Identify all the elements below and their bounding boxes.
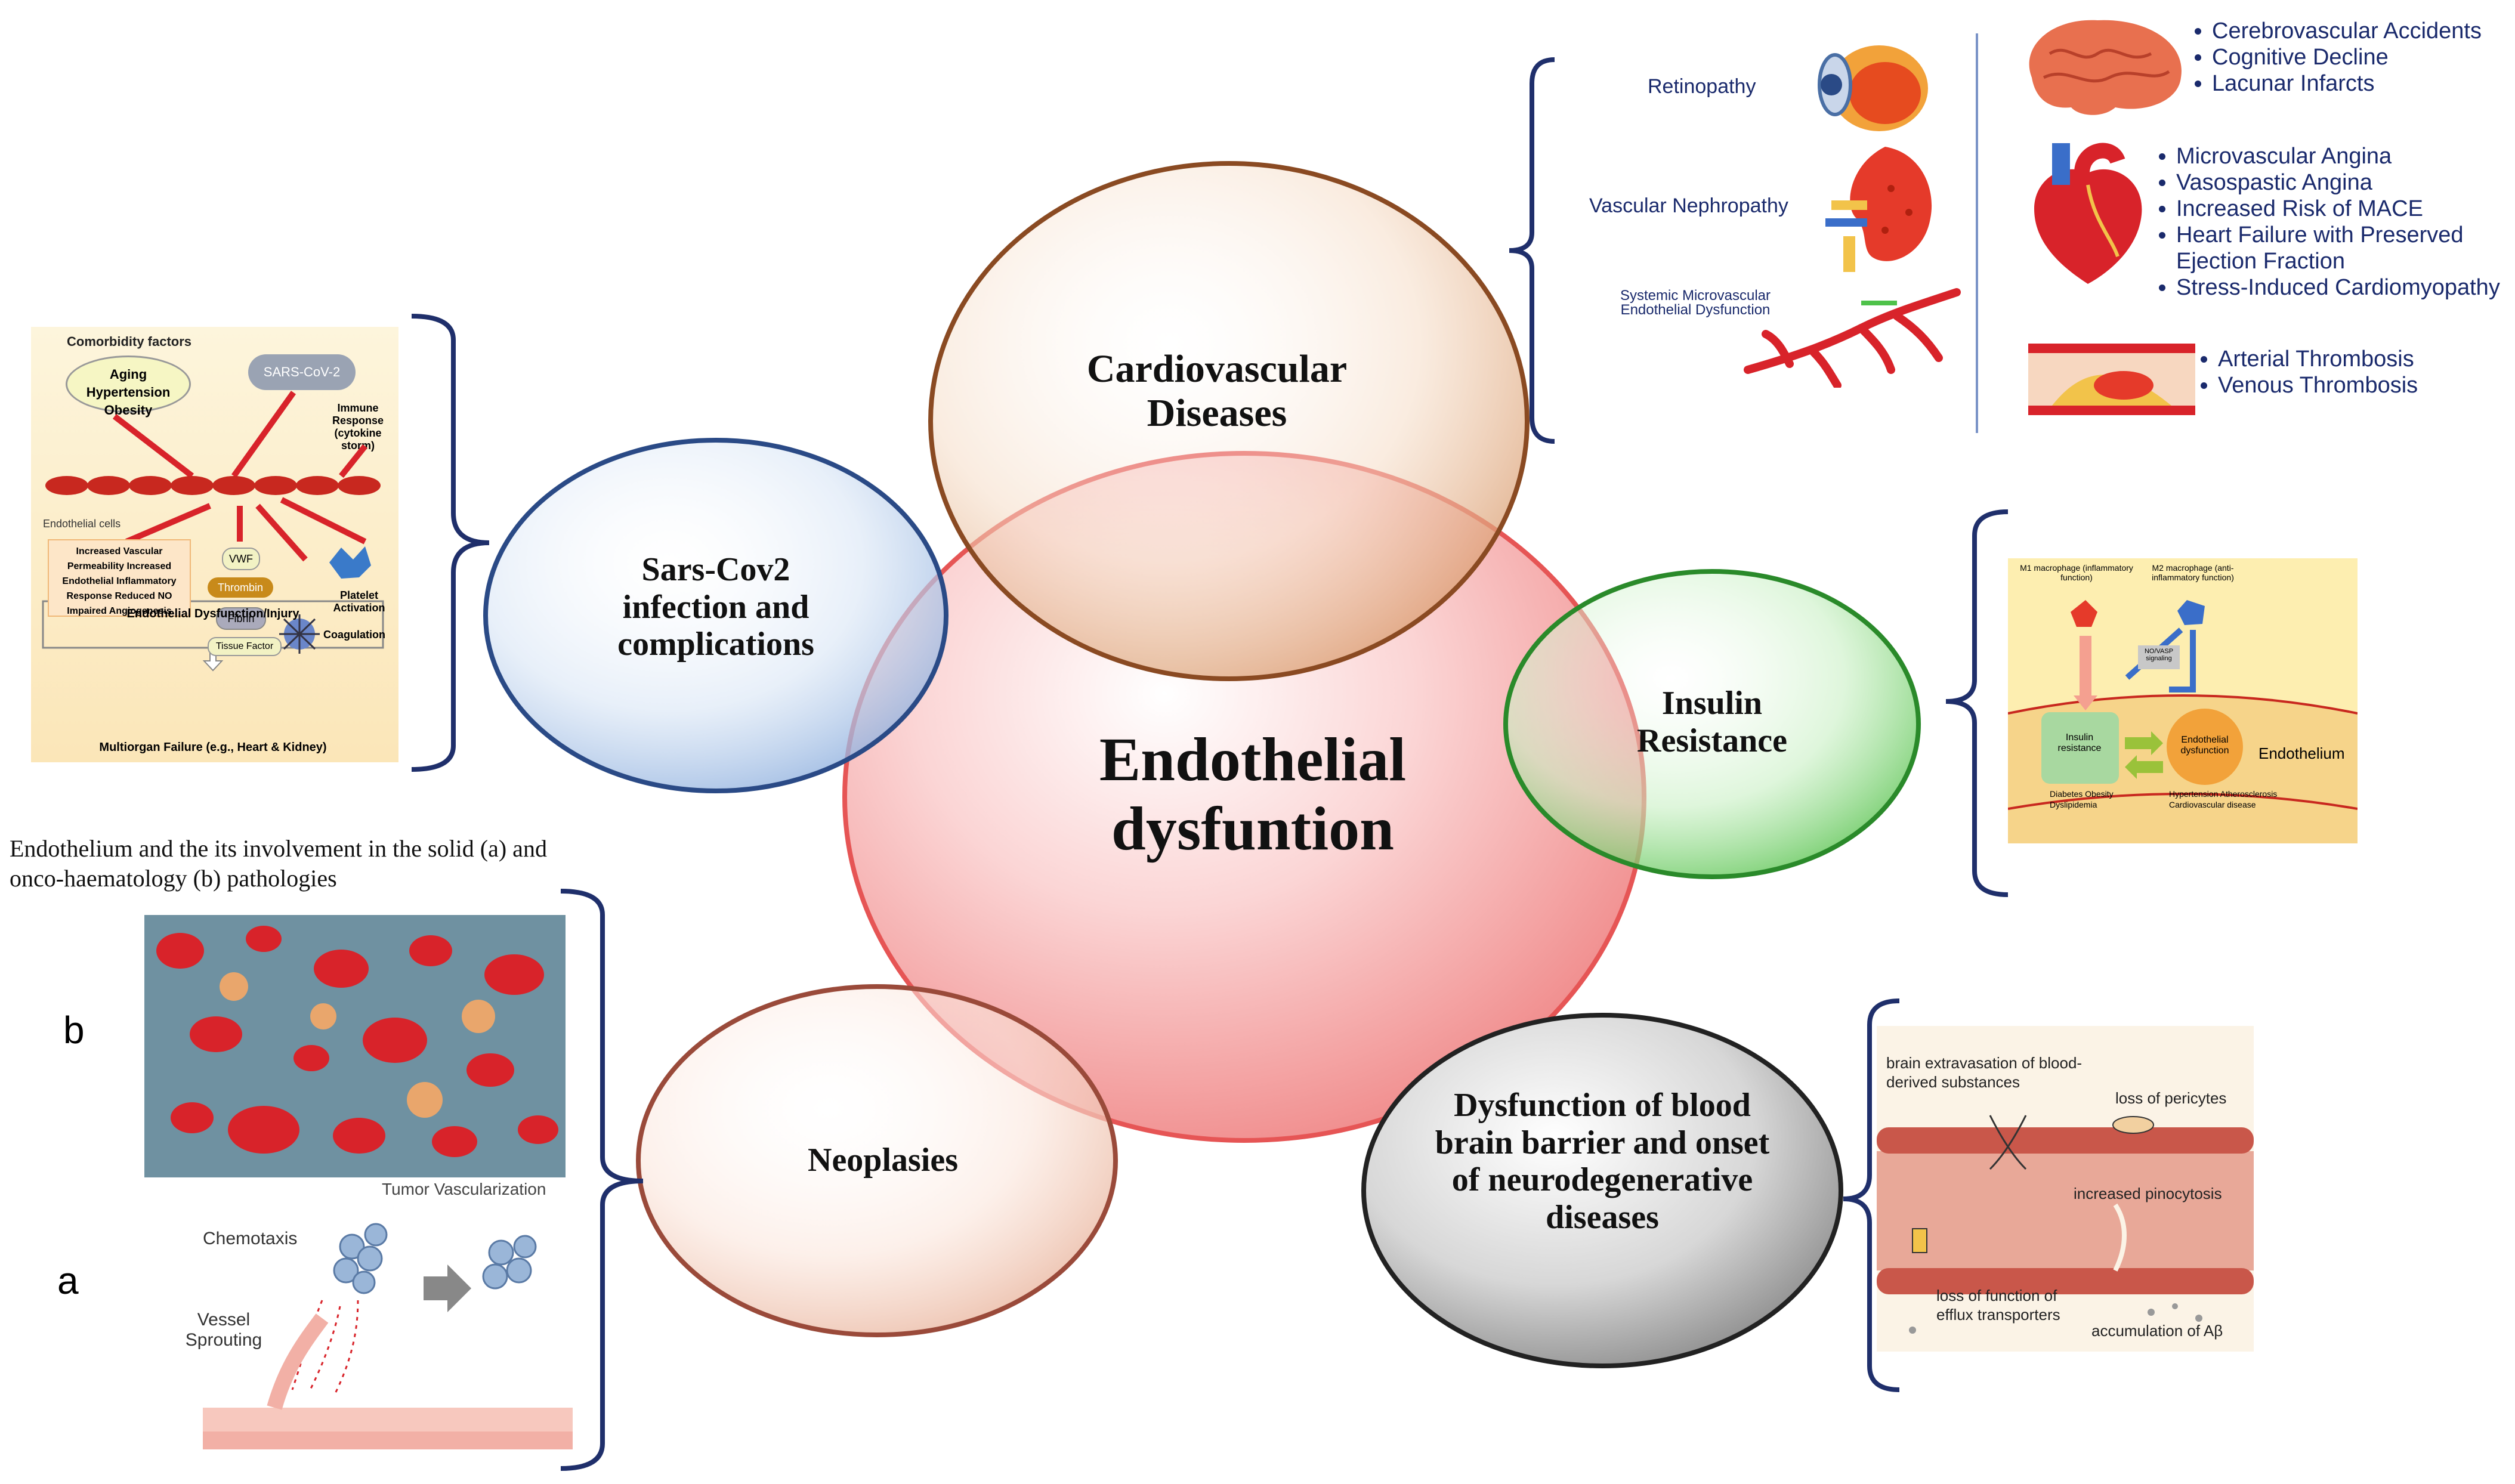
panel-divider [1976,33,1978,433]
insulin-res-label: Insulin resistance [2057,732,2102,753]
endo-dys-label: Endothelial dysfunction [2180,735,2229,756]
vwf-pill: VWF [222,548,260,570]
tissue-factor-pill: Tissue Factor [208,637,282,656]
angiogenesis-image [203,1223,573,1449]
heart-item: Heart Failure with Preserved Ejection Fr… [2176,222,2515,274]
label-a: a [57,1259,79,1302]
fibrin-pill: Fibrin [216,607,266,630]
comorbidity-title: Comorbidity factors [67,334,192,349]
virus-badge: SARS-CoV-2 [248,354,356,390]
thrombin-pill: Thrombin [208,577,273,598]
pericytes-label: loss of pericytes [2115,1089,2227,1107]
platelet-label: Platelet Activation [333,589,385,614]
injury-label: Endothelial Dysfunction/Injury [126,607,299,620]
neo-bracket [560,889,644,1471]
brain-extra-label: brain extravasation of blood-derived sub… [1886,1054,2083,1091]
cardio-bracket [1509,57,1555,444]
bbb-label: Dysfunction of blood brain barrier and o… [1435,1087,1770,1236]
heart-icon [2034,143,2142,284]
sars-circle [483,438,948,793]
brain-item: Lacunar Infarcts [2212,70,2482,97]
neo-caption: Endothelium and the its involvement in t… [10,835,547,892]
effects-box: Increased Vascular Permeability Increase… [48,539,191,617]
multiorgan-label: Multiorgan Failure (e.g., Heart & Kidney… [99,741,327,754]
insulin-circle [1503,569,1921,879]
cardio-circle [928,161,1530,681]
pinocytosis-label: increased pinocytosis [2074,1185,2222,1202]
cardio-label: Cardiovascular Diseases [1086,347,1348,435]
insulin-panel: M1 macrophage (inflammatory function) M2… [2008,558,2358,843]
systemic-label: Systemic Microvascular Endothelial Dysfu… [1620,287,1771,318]
chemotaxis-label: Chemotaxis [203,1229,298,1248]
brain-icon [2029,20,2182,115]
sars-panel: Comorbidity factors Aging Hypertension O… [31,327,398,762]
heart-item: Vasospastic Angina [2176,169,2515,196]
tumor-vasc-label: Tumor Vascularization [382,1180,546,1198]
platelet-icon [329,546,371,579]
neoplasies-label: Neoplasies [808,1142,958,1179]
center-label: Endothelial dysfuntion [1099,725,1407,864]
endothelial-cells-label: Endothelial cells [43,518,121,530]
m1-label: M1 macrophage (inflammatory function) [2020,563,2133,582]
brain-item: Cognitive Decline [2212,44,2482,70]
label-b: b [63,1009,85,1052]
bbb-panel: brain extravasation of blood-derived sub… [1877,1026,2254,1352]
comorbidity-bubble: Aging Hypertension Obesity [66,355,191,418]
m2-label: M2 macrophage (anti-inflammatory functio… [2152,563,2234,582]
heart-item: Increased Risk of MACE [2176,196,2515,222]
signaling-label: NO/VASP signaling [2144,648,2174,662]
thrombo-item: Venous Thrombosis [2218,372,2418,398]
immune-label: Immune Response (cytokine storm) [332,402,384,452]
thrombus-icon [2028,344,2195,415]
kidney-icon [1825,147,1932,272]
eye-icon [1818,45,1928,131]
heart-list: Microvascular Angina Vasospastic Angina … [2148,143,2515,301]
insulin-bracket [1945,509,2009,897]
heart-item: Stress-Induced Cardiomyopathy [2176,274,2515,301]
insulin-diagram [2008,600,2358,843]
endothelium-label: Endothelium [2258,744,2345,762]
coagulation-label: Coagulation [323,629,385,641]
right-list: Hypertension Atherosclerosis Cardiovascu… [2169,789,2278,809]
heart-item: Microvascular Angina [2176,143,2515,169]
bbb-circle [1361,1013,1843,1368]
bbb-bracket [1843,998,1900,1392]
neoplasies-circle [636,984,1118,1337]
insulin-label: Insulin Resistance [1637,685,1787,759]
vessel-sprouting-label: Vessel Sprouting [185,1310,262,1350]
sars-label: Sars-Cov2 infection and complications [617,551,814,663]
efflux-label: loss of function of efflux transporters [1936,1287,2060,1324]
retinopathy-label: Retinopathy [1648,75,1756,98]
bbb-diagram [1877,1115,2254,1334]
coagulation-icon [279,614,320,654]
brain-item: Cerebrovascular Accidents [2212,18,2482,44]
vessel-network-icon [1744,288,1961,388]
thrombo-list: Arterial Thrombosis Venous Thrombosis [2189,346,2418,398]
abeta-label: accumulation of Aβ [2091,1322,2223,1340]
brain-list: Cerebrovascular Accidents Cognitive Decl… [2183,18,2482,97]
nephropathy-label: Vascular Nephropathy [1589,194,1788,217]
blood-cells-image [144,915,566,1177]
left-list: Diabetes Obesity Dyslipidemia [2050,789,2114,809]
thrombo-item: Arterial Thrombosis [2218,346,2418,372]
sars-bracket [411,314,490,772]
sars-arrows [42,391,384,672]
